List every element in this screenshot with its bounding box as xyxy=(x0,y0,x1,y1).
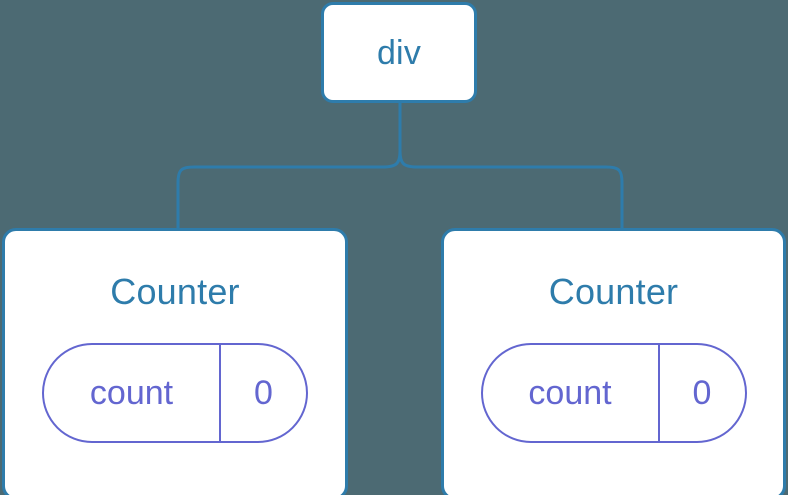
component-card-counter-2[interactable]: Counter count 0 xyxy=(441,228,786,495)
root-node-div[interactable]: div xyxy=(321,2,477,103)
state-pill-divider xyxy=(219,345,221,441)
state-value-label: 0 xyxy=(692,374,712,412)
connector-branch-left xyxy=(176,98,402,234)
state-pill-divider xyxy=(657,345,660,441)
component-card-counter-1[interactable]: Counter count 0 xyxy=(2,228,348,495)
state-value-label: 0 xyxy=(254,374,273,412)
component-title: Counter xyxy=(110,271,240,312)
connector-branch-right xyxy=(398,149,624,234)
root-node-label: div xyxy=(376,33,422,72)
state-pill[interactable]: count 0 xyxy=(42,343,308,443)
state-key-label: count xyxy=(89,374,174,412)
state-key-label: count xyxy=(528,374,612,412)
state-pill[interactable]: count 0 xyxy=(480,343,747,443)
component-title: Counter xyxy=(548,271,679,312)
